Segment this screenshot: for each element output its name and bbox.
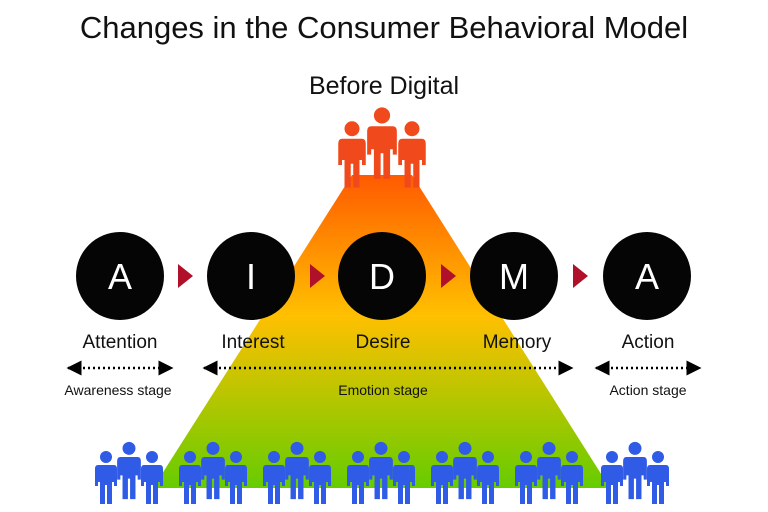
people-group-icon [263, 441, 331, 504]
phase-label: Emotion stage [338, 382, 428, 398]
people-group-icon [515, 441, 583, 504]
people-group-icon [601, 441, 669, 504]
stage-label: Interest [221, 332, 285, 353]
people-group-icon [347, 441, 415, 504]
stage-label: Attention [83, 332, 158, 353]
phase-label: Action stage [609, 382, 686, 398]
stage-circle: M [470, 232, 558, 320]
stage-circle: I [207, 232, 295, 320]
stage-label: Memory [483, 332, 552, 353]
stage-letter: D [369, 256, 395, 297]
funnel-pyramid [153, 175, 610, 488]
people-group-icon [179, 441, 247, 504]
arrow-right-icon [573, 264, 588, 288]
stage-circle: A [76, 232, 164, 320]
arrow-right-icon [310, 264, 325, 288]
stage-letter: M [499, 256, 529, 297]
page-title: Changes in the Consumer Behavioral Model [79, 10, 689, 45]
stage-letter: I [246, 256, 256, 297]
people-group-icon [431, 441, 499, 504]
stage-letter: A [108, 256, 132, 297]
stage-label: Desire [356, 332, 411, 353]
stage-circle: A [603, 232, 691, 320]
stage-letter: A [635, 256, 659, 297]
people-group-icon [95, 441, 163, 504]
arrow-right-icon [178, 264, 193, 288]
phase-label: Awareness stage [64, 382, 171, 398]
arrow-right-icon [441, 264, 456, 288]
diagram-subtitle: Before Digital [308, 72, 460, 100]
stage-circle: D [338, 232, 426, 320]
stage-label: Action [622, 332, 675, 353]
